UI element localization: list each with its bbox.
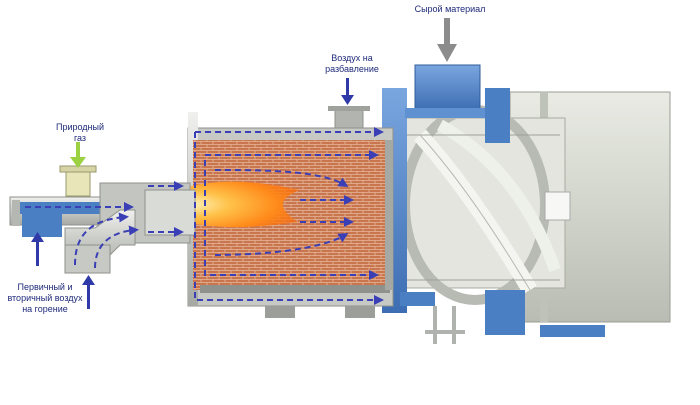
down-arrow-icon <box>341 95 354 105</box>
flow-arrows <box>25 127 384 305</box>
dashed-flow-arrow-icon <box>94 225 139 269</box>
down-arrow-icon <box>70 157 86 168</box>
combustion-air-label: Первичный и вторичный воздух на горение <box>7 282 83 314</box>
dashed-flow-arrow-icon <box>214 232 349 256</box>
raw-material-label: Сырой материал <box>414 4 486 14</box>
dashed-flow-arrow-icon <box>214 169 349 188</box>
dashed-flow-arrow-icon <box>204 160 379 280</box>
raw-material-arrow <box>437 18 457 62</box>
natural-gas-arrow <box>70 142 86 168</box>
rotary-drum <box>384 91 671 323</box>
combustion-air-arrows <box>31 232 95 309</box>
dashed-flow-arrow-icon <box>194 132 384 305</box>
burner-assembly <box>9 165 196 274</box>
dilution-air-arrow <box>341 78 354 105</box>
natural-gas-label: Природный газ <box>55 122 105 143</box>
dilution-air-label: Воздух на разбавление <box>325 53 379 74</box>
up-arrow-icon <box>82 275 95 285</box>
down-arrow-icon <box>437 44 457 62</box>
up-arrow-icon <box>31 232 44 242</box>
